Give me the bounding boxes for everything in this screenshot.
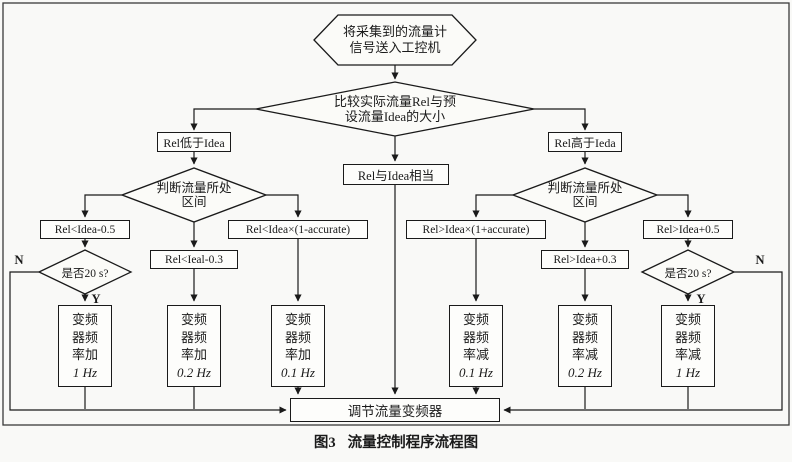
action-value: 0.2 Hz: [568, 364, 602, 380]
start-node: 将采集到的流量计 信号送入工控机: [314, 18, 476, 62]
action-text: 率加: [284, 347, 311, 362]
timer-low-no-label: N: [14, 253, 24, 267]
figure-caption-number: 图3: [313, 435, 336, 451]
timer-high-node: 是否20 s?: [664, 268, 712, 280]
action-text: 率加: [180, 347, 207, 362]
timer-low-diamond: [37, 249, 133, 295]
compare-node-line2: 设流量Idea的大小: [344, 109, 446, 124]
edge-judgehigh-c6: [657, 194, 692, 218]
action-text: 变频: [71, 312, 98, 327]
start-node-line1: 将采集到的流量计: [342, 24, 447, 39]
action-text: 器频: [571, 329, 598, 345]
action-text: 变频: [571, 312, 598, 327]
judge-low-diamond: [120, 167, 268, 223]
action-text: 器频: [284, 329, 311, 345]
action-text: 变频: [674, 312, 701, 327]
edge-compare-low: [190, 108, 256, 131]
action-text: 器频: [462, 329, 489, 345]
cond-low-fine-label: Rel<Idea×(1-accurate): [245, 223, 351, 236]
cond-low-mid-box: Rel<Ieal-0.3: [150, 250, 238, 269]
compare-diamond: [255, 81, 535, 137]
timer-high-yes-label: Y: [696, 292, 706, 306]
judge-high-line2: 区间: [572, 195, 598, 209]
cond-high-mid-box: Rel>Idea+0.3: [541, 250, 629, 269]
cond-high-fine-box: Rel>Idea×(1+accurate): [406, 220, 546, 239]
action-decrease-01hz-box: 变频 器频 率减 0.1 Hz: [449, 305, 503, 387]
judge-low-line2: 区间: [181, 195, 207, 209]
branch-low-label: Rel低于Idea: [163, 135, 225, 150]
figure-caption-title: 流量控制程序流程图: [347, 435, 479, 451]
edge-timerhigh-no-final: [503, 271, 783, 414]
edge-judgelow-c3: [266, 194, 302, 218]
judge-high-node: 判断流量所处 区间: [525, 181, 645, 209]
action-value: 0.1 Hz: [281, 364, 315, 380]
cond-high-fine-label: Rel>Idea×(1+accurate): [422, 223, 530, 236]
branch-high-label: Rel高于Ieda: [554, 135, 616, 150]
judge-low-node: 判断流量所处 区间: [134, 181, 254, 209]
judge-low-line1: 判断流量所处: [156, 181, 232, 195]
final-adjust-box: 调节流量变频器: [290, 398, 500, 422]
edge-timerlow-no-final: [9, 271, 287, 414]
edge-judgehigh-c4: [472, 194, 513, 218]
action-text: 器频: [180, 329, 207, 345]
action-increase-1hz-box: 变频 器频 率加 1 Hz: [58, 305, 112, 387]
connector-lines: [9, 65, 783, 414]
action-text: 率减: [462, 347, 489, 362]
action-text: 器频: [674, 329, 701, 345]
final-adjust-label: 调节流量变频器: [347, 404, 443, 419]
action-increase-02hz-box: 变频 器频 率加 0.2 Hz: [167, 305, 221, 387]
action-text: 器频: [71, 329, 98, 345]
cond-low-fine-box: Rel<Idea×(1-accurate): [228, 220, 368, 239]
action-text: 变频: [180, 312, 207, 327]
action-decrease-02hz-box: 变频 器频 率减 0.2 Hz: [558, 305, 612, 387]
cond-low-coarse-box: Rel<Idea-0.5: [40, 220, 130, 239]
cond-high-coarse-box: Rel>Idea+0.5: [643, 220, 733, 239]
branch-equal-label: Rel与Idea相当: [357, 169, 435, 183]
branch-equal-box: Rel与Idea相当: [343, 164, 449, 185]
action-value: 1 Hz: [675, 364, 701, 380]
branch-low-box: Rel低于Idea: [157, 132, 231, 152]
cond-high-mid-label: Rel>Idea+0.3: [553, 253, 617, 266]
action-decrease-1hz-box: 变频 器频 率减 1 Hz: [661, 305, 715, 387]
branch-high-box: Rel高于Ieda: [548, 132, 622, 152]
action-text: 率减: [674, 347, 701, 362]
action-text: 变频: [462, 312, 489, 327]
figure-border-frame: [2, 2, 790, 426]
edge-judgelow-c1: [81, 194, 122, 218]
edge-compare-high: [534, 108, 589, 131]
action-text: 率加: [71, 347, 98, 362]
action-value: 0.2 Hz: [177, 364, 211, 380]
action-value: 1 Hz: [72, 364, 98, 380]
judge-high-diamond: [511, 167, 659, 223]
figure-caption: 图3 流量控制程序流程图: [0, 431, 792, 452]
action-text: 变频: [284, 312, 311, 327]
judge-high-line1: 判断流量所处: [547, 181, 623, 195]
timer-low-node: 是否20 s?: [61, 268, 109, 280]
compare-node-line1: 比较实际流量Rel与预: [333, 93, 457, 109]
timer-low-yes-label: Y: [91, 292, 101, 306]
action-text: 率减: [571, 347, 598, 362]
timer-high-diamond: [640, 249, 736, 295]
timer-high-no-label: N: [755, 253, 765, 267]
start-hexagon: [313, 14, 477, 66]
compare-node: 比较实际流量Rel与预 设流量Idea的大小: [290, 86, 500, 132]
cond-low-mid-label: Rel<Ieal-0.3: [165, 253, 223, 266]
cond-low-coarse-label: Rel<Idea-0.5: [54, 223, 116, 236]
cond-high-coarse-label: Rel>Idea+0.5: [656, 223, 720, 236]
start-node-line2: 信号送入工控机: [349, 40, 441, 55]
action-value: 0.1 Hz: [459, 364, 493, 380]
action-increase-01hz-box: 变频 器频 率加 0.1 Hz: [271, 305, 325, 387]
